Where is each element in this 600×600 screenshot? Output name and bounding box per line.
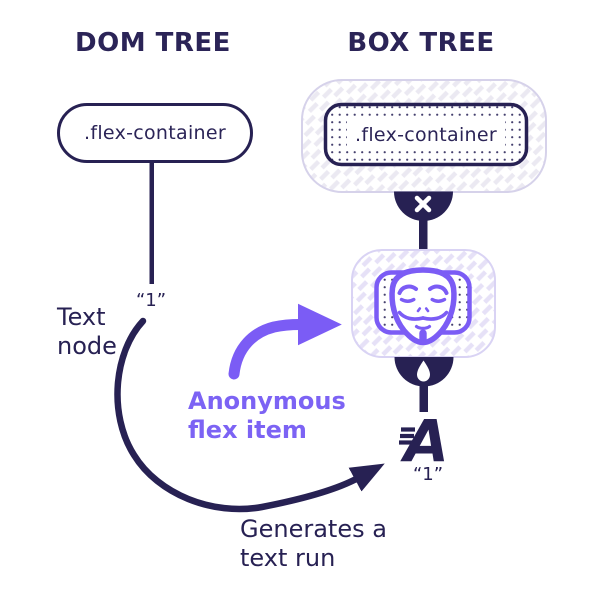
anonymous-mask-icon bbox=[389, 267, 457, 346]
dom-flex-container-label: .flex-container bbox=[84, 122, 226, 144]
text-run-connector bbox=[394, 357, 454, 412]
text-node-caption-line1: Text bbox=[57, 303, 106, 331]
text-node-caption: Text node bbox=[57, 303, 117, 361]
dom-tree-title: DOM TREE bbox=[75, 28, 231, 58]
generates-arrow bbox=[114, 317, 385, 513]
anonymous-flex-item-line1: Anonymous bbox=[188, 387, 346, 415]
anonymous-arrow bbox=[228, 303, 342, 380]
text-run-icon: A bbox=[399, 407, 449, 475]
generates-text-run-label: Generates a text run bbox=[240, 515, 387, 573]
connector-stem-top bbox=[419, 219, 428, 252]
drop-icon bbox=[417, 360, 430, 382]
text-node-caption-line2: node bbox=[57, 332, 117, 360]
text-run-a-glyph: A bbox=[400, 407, 449, 475]
dom-flex-container-node: .flex-container bbox=[57, 103, 253, 163]
generates-text-run-line1: Generates a bbox=[240, 515, 387, 543]
cross-icon bbox=[414, 195, 432, 213]
suppressed-box-connector bbox=[394, 191, 453, 252]
box-tree-title: BOX TREE bbox=[347, 28, 495, 58]
dom-tree-edge-line bbox=[149, 160, 154, 284]
connector-stem-bottom bbox=[419, 384, 428, 412]
box-flex-container-node: .flex-container bbox=[326, 105, 526, 165]
text-run-value: “1” bbox=[412, 464, 444, 485]
anonymous-flex-item-line2: flex item bbox=[188, 416, 307, 444]
box-flex-container-label: .flex-container bbox=[347, 121, 505, 149]
text-node-value: “1” bbox=[135, 290, 167, 311]
generates-text-run-line2: text run bbox=[240, 544, 336, 572]
anonymous-flex-item-label: Anonymous flex item bbox=[188, 387, 346, 445]
